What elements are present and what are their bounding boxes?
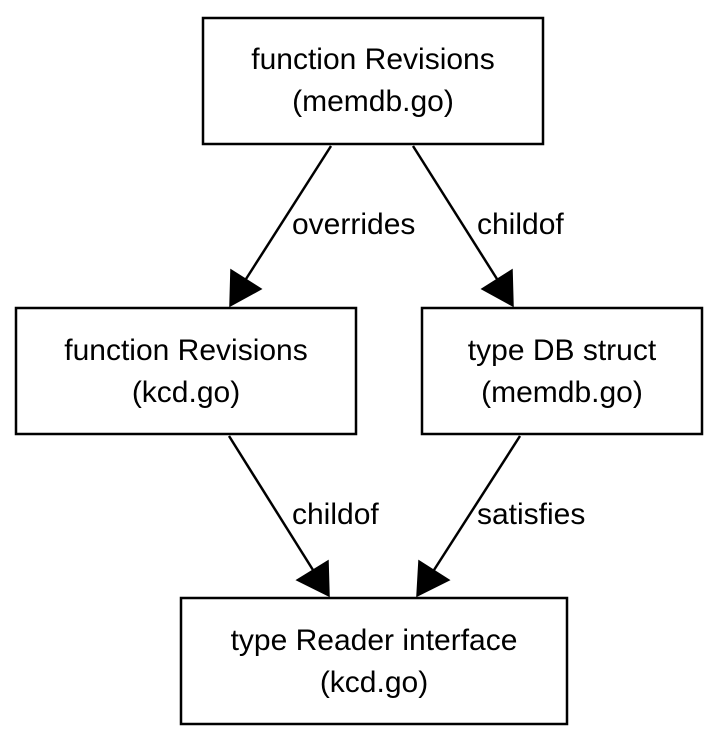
- node-revisions-kcd-box: [14, 306, 358, 436]
- edge-overrides: overrides: [229, 145, 415, 308]
- node-revisions-memdb-title: function Revisions: [251, 43, 494, 76]
- node-revisions-kcd: function Revisions (kcd.go): [14, 306, 358, 436]
- edge-satisfies-label: satisfies: [477, 498, 585, 531]
- node-revisions-kcd-title: function Revisions: [64, 334, 307, 367]
- node-revisions-memdb-file: (memdb.go): [292, 85, 454, 118]
- edge-childof-bottom-arrowhead: [295, 559, 330, 598]
- node-reader-interface-box: [179, 596, 569, 726]
- node-db-struct-box: [420, 306, 704, 436]
- node-revisions-kcd-file: (kcd.go): [132, 376, 240, 409]
- edge-overrides-line: [244, 145, 333, 280]
- node-revisions-memdb: function Revisions (memdb.go): [201, 16, 545, 146]
- node-reader-interface-title: type Reader interface: [231, 624, 518, 657]
- node-db-struct-title: type DB struct: [468, 334, 657, 367]
- edge-overrides-label: overrides: [292, 208, 415, 241]
- node-reader-interface-file: (kcd.go): [320, 666, 428, 699]
- edge-satisfies-arrowhead: [416, 559, 451, 598]
- node-reader-interface: type Reader interface (kcd.go): [179, 596, 569, 726]
- node-db-struct-file: (memdb.go): [481, 376, 643, 409]
- edge-satisfies: satisfies: [416, 435, 585, 598]
- node-db-struct: type DB struct (memdb.go): [420, 306, 704, 436]
- edge-childof-top: childof: [411, 145, 564, 308]
- edge-childof-top-arrowhead: [480, 268, 514, 308]
- edge-childof-bottom: childof: [227, 435, 379, 598]
- edge-childof-top-line: [411, 145, 499, 280]
- edge-satisfies-line: [432, 435, 522, 571]
- edge-overrides-arrowhead: [229, 268, 263, 308]
- edge-childof-bottom-line: [227, 435, 315, 571]
- node-revisions-memdb-box: [201, 16, 545, 146]
- edge-childof-top-label: childof: [477, 208, 564, 241]
- edge-childof-bottom-label: childof: [292, 498, 379, 531]
